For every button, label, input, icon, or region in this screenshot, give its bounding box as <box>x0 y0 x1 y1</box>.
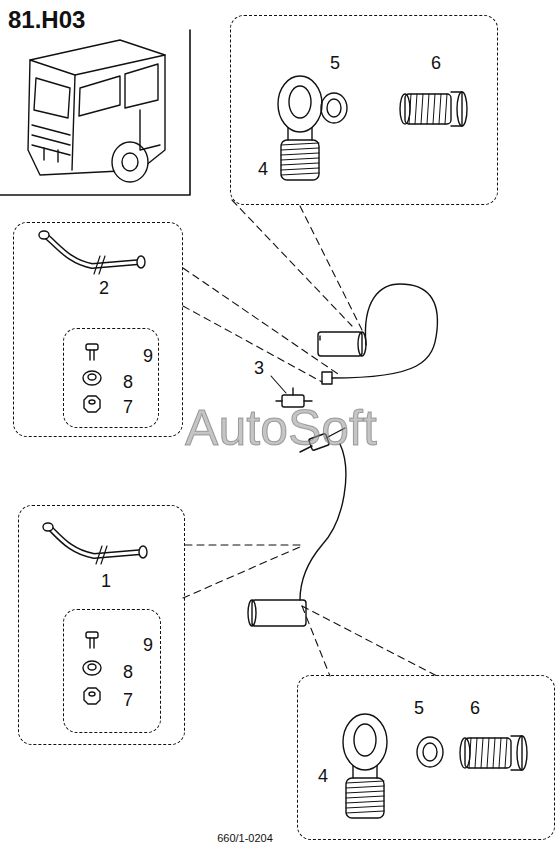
brake-pipe <box>39 231 145 274</box>
part-group-box: 2 98 7 <box>13 222 183 437</box>
callout-number: 3 <box>254 359 264 377</box>
callout-number: 2 <box>99 279 109 297</box>
banjo-bolt <box>460 736 527 770</box>
washer <box>83 661 101 675</box>
brake-cylinder-upper <box>318 332 366 356</box>
hardware-group-box: 98 7 <box>63 328 159 428</box>
watermark: AutoSoft <box>185 403 377 453</box>
screw <box>86 344 98 360</box>
callout-number: 7 <box>123 691 133 709</box>
callout-number: 6 <box>431 54 441 72</box>
truck-icon <box>28 40 165 182</box>
callout-number: 6 <box>470 699 480 717</box>
banjo-bolt <box>400 92 467 126</box>
brake-pipe <box>300 444 346 600</box>
banjo-fitting <box>278 76 322 180</box>
callout-number: 8 <box>123 663 133 681</box>
banjo-fitting <box>343 714 387 818</box>
washer <box>83 371 101 385</box>
sealing-washer <box>417 737 443 767</box>
callout-number: 9 <box>143 636 153 654</box>
brake-hose <box>332 284 437 378</box>
hose-fitting <box>322 372 332 384</box>
callout-number: 9 <box>143 347 153 365</box>
sealing-washer <box>321 93 347 123</box>
callout-number: 5 <box>414 699 424 717</box>
part-group-box: 5 6 4 <box>297 675 555 840</box>
callout-number: 7 <box>123 398 133 416</box>
nut <box>84 688 100 704</box>
screw <box>86 632 98 648</box>
callout-number: 5 <box>330 54 340 72</box>
drawing-number: 660/1-0204 <box>217 833 273 844</box>
part-group-box: 1987 <box>18 505 185 745</box>
leader-lines <box>183 200 437 676</box>
callout-number: 1 <box>101 572 111 590</box>
page-title: 81.H03 <box>8 8 85 32</box>
callout-number: 4 <box>318 767 328 785</box>
callout-number: 8 <box>123 373 133 391</box>
hardware-group-box: 98 7 <box>63 609 161 733</box>
callout-number: 4 <box>258 160 268 178</box>
part-group-box: 5 6 4 <box>230 15 498 205</box>
brake-pipe <box>43 523 147 564</box>
nut <box>84 396 100 412</box>
brake-cylinder-lower <box>248 600 306 626</box>
